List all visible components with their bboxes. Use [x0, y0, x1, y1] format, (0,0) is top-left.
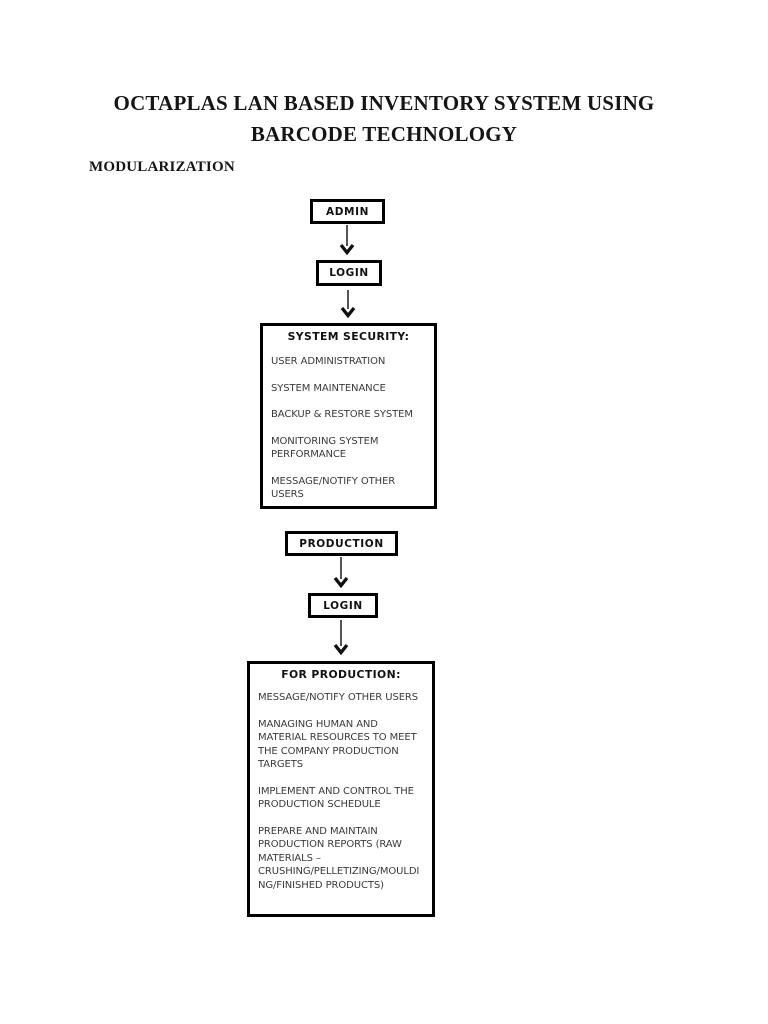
box-item: MANAGING HUMAN AND MATERIAL RESOURCES TO… [258, 718, 417, 771]
flow-node-admin-label: ADMIN [326, 205, 369, 218]
box-item: MONITORING SYSTEM PERFORMANCE [271, 435, 379, 461]
section-heading: MODULARIZATION [89, 159, 235, 175]
for-production-box-header: FOR PRODUCTION: [281, 668, 401, 681]
system-security-box-items: USER ADMINISTRATION SYSTEM MAINTENANCE BAC… [271, 355, 426, 502]
flow-node-login-production: LOGIN [308, 593, 378, 618]
system-security-box: SYSTEM SECURITY: USER ADMINISTRATION SYST… [260, 323, 437, 509]
for-production-box: FOR PRODUCTION: MESSAGE/NOTIFY OTHER USE… [247, 661, 435, 917]
system-security-box-header: SYSTEM SECURITY: [287, 330, 410, 343]
box-item: BACKUP & RESTORE SYSTEM [271, 409, 413, 420]
box-item: MESSAGE/NOTIFY OTHER USERS [258, 692, 419, 703]
flow-node-admin: ADMIN [310, 199, 385, 224]
arrow-down-icon [340, 290, 356, 318]
arrow-down-icon [333, 620, 349, 655]
box-item: SYSTEM MAINTENANCE [271, 382, 386, 394]
box-item: IMPLEMENT AND CONTROL THE PRODUCTION SCH… [258, 785, 414, 811]
arrow-down-icon [333, 557, 349, 588]
document-title: OCTAPLAS LAN BASED INVENTORY SYSTEM USIN… [113, 91, 655, 146]
for-production-box-items: MESSAGE/NOTIFY OTHER USERS MANAGING HUMAN… [258, 691, 424, 892]
flow-node-login-admin: LOGIN [316, 260, 382, 286]
box-item: MESSAGE/NOTIFY OTHER USERS [271, 475, 396, 501]
box-item: PREPARE AND MAINTAIN PRODUCTION REPORTS … [258, 825, 420, 891]
flow-node-production: PRODUCTION [285, 531, 398, 556]
arrow-down-icon [339, 225, 355, 255]
box-item: USER ADMINISTRATION [271, 356, 386, 367]
flow-node-production-label: PRODUCTION [299, 537, 384, 550]
flow-node-login-label: LOGIN [329, 267, 369, 279]
flow-node-login-label: LOGIN [323, 599, 363, 612]
